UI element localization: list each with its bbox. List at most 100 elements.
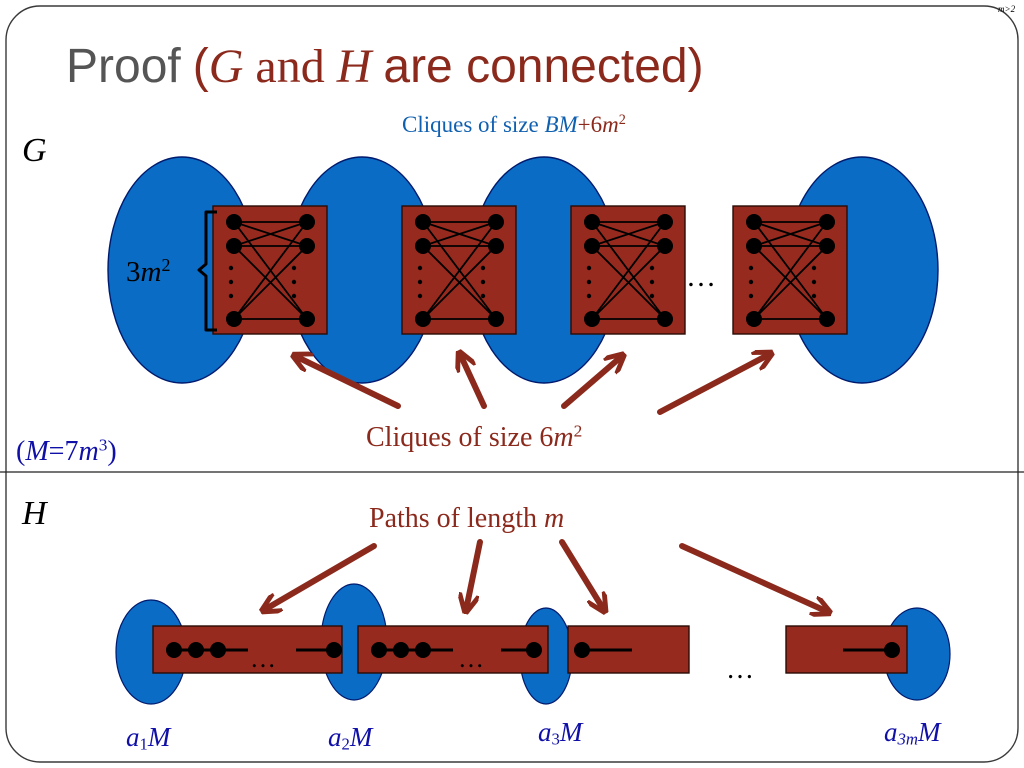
g-arrow-4 [657,354,770,415]
path-vertex [188,642,204,658]
top-caption-exp: 2 [618,112,626,129]
clique-ellipsis-dot [748,279,754,285]
path-vertex [884,642,900,658]
m-def-M: M [25,436,49,467]
clique-vertex [746,311,762,327]
anchor-1-a: a [126,722,140,752]
anchor-2-sub: 2 [341,734,350,754]
bottom-clique-caption: Cliques of size 6m2 [366,421,583,453]
slide-title: Proof (G and H are connected) [66,43,704,91]
clique-edge [753,221,828,320]
size-label-exp: 2 [161,255,171,276]
paths-caption: Paths of length m [369,505,564,533]
clique-edge [233,221,308,247]
anchor-2-M: M [349,722,373,752]
g-middle-ellipsis: … [686,260,716,293]
clique-ellipsis-dot [649,293,655,299]
clique-ellipsis-dot [417,265,423,271]
clique-vertex [415,214,431,230]
path-vertex [326,642,342,658]
anchor-label-1: a1M [126,722,170,753]
clique-edge [233,221,308,320]
clique-vertex [488,238,504,254]
clique-vertex [657,311,673,327]
clique-size-label: 3m2 [126,255,171,288]
anchor-4-a: a [884,717,898,747]
clique-vertex [657,238,673,254]
top-caption-bm: BM [544,112,578,137]
h-arrow-3 [559,539,604,610]
graph-h-label: H [22,495,47,532]
clique-ellipsis-dot [417,293,423,299]
clique-edge [422,221,497,247]
clique-vertex [415,238,431,254]
clique-ellipsis-dot [811,279,817,285]
clique-vertex [488,214,504,230]
clique-ellipsis-dot [228,279,234,285]
bottom-caption-m: m [553,422,574,453]
g-small-clique-boxes [212,205,848,335]
clique-vertex [299,214,315,230]
anchor-3-a: a [538,717,552,747]
path-vertex [210,642,226,658]
clique-vertex [819,214,835,230]
h-arrow-4 [679,543,828,612]
bottom-caption-six: 6 [539,422,554,453]
path-vertex [371,642,387,658]
clique-edge [753,245,828,320]
clique-ellipsis-dot [480,293,486,299]
m-def-exp: 3 [98,435,108,455]
g-arrow-2 [460,354,487,409]
m-def-eq: =7 [48,436,79,467]
path-vertex [166,642,182,658]
anchor-3-M: M [559,717,583,747]
anchor-4-M: M [917,717,941,747]
h-arrow-2 [466,539,483,610]
path-vertex [415,642,431,658]
clique-ellipsis-dot [649,265,655,271]
clique-ellipsis-dot [811,293,817,299]
clique-edge [591,221,666,247]
h-arrows [264,539,828,612]
clique-vertex [226,238,242,254]
m-def-m: m [78,436,99,467]
size-label-coef: 3 [126,256,141,288]
clique-vertex [584,311,600,327]
clique-vertex [488,311,504,327]
m-def-open: ( [16,436,26,467]
title-var-h: H [336,40,372,93]
g-arrows [295,354,770,415]
clique-ellipsis-dot [291,293,297,299]
clique-ellipsis-dot [417,279,423,285]
title-proof: Proof [66,40,181,93]
clique-vertex [657,214,673,230]
bottom-caption-exp: 2 [573,421,583,441]
clique-edge [591,221,666,320]
anchor-4-sub: 3m [897,729,918,749]
title-rest: are connected) [383,40,704,93]
clique-ellipsis-dot [291,265,297,271]
h-arrow-1 [264,543,377,610]
anchor-label-2: a2M [328,722,373,754]
clique-vertex [819,238,835,254]
graph-g-label: G [22,132,47,169]
m-definition: (M=7m3) [16,435,117,467]
clique-edge [591,245,666,320]
clique-ellipsis-dot [480,265,486,271]
path-vertex [393,642,409,658]
g-clique-box-4 [732,205,848,335]
clique-vertex [415,311,431,327]
title-and: and [255,40,325,93]
clique-edge [422,221,497,320]
h-path-vertices [166,642,900,658]
clique-ellipsis-dot [291,279,297,285]
slide-frame [5,5,1019,763]
bottom-caption-prefix: Cliques of size [366,422,533,453]
paths-caption-m: m [544,503,565,534]
clique-vertex [226,214,242,230]
clique-ellipsis-dot [480,279,486,285]
anchor-label-4: a3mM [884,717,941,749]
size-bracket [197,210,217,332]
